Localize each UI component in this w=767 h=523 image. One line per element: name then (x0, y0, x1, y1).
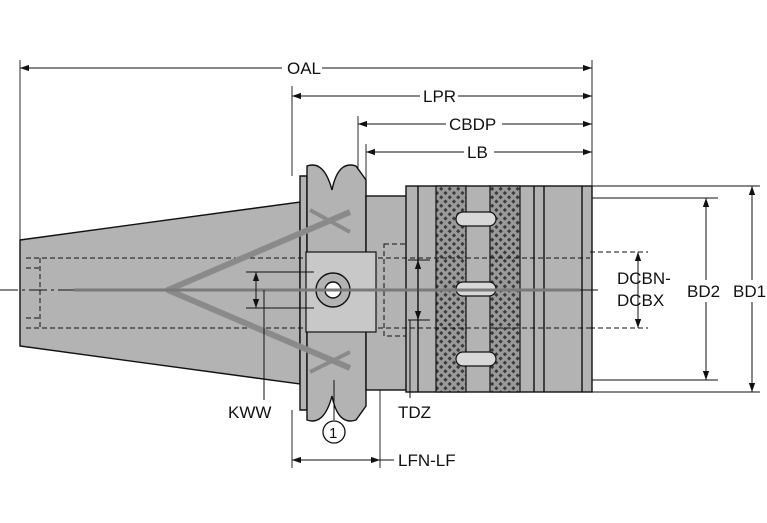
slot-bottom (455, 351, 497, 367)
label-dcbx: DCBX (617, 291, 664, 310)
callout-circle (322, 420, 346, 444)
label-lfn-lf: LFN-LF (398, 451, 456, 470)
internal-features (0, 208, 602, 374)
extension-lines (19, 60, 760, 468)
label-lb: LB (467, 143, 488, 162)
label-bd2: BD2 (687, 282, 720, 301)
label-cbdp: CBDP (449, 115, 496, 134)
label-lpr: LPR (423, 87, 456, 106)
label-bd1: BD1 (733, 282, 766, 301)
label-kww: KWW (228, 403, 271, 422)
slot-top (455, 211, 497, 227)
label-dcbn: DCBN- (617, 269, 671, 288)
labels: OAL LPR CBDP LB DCBN- DCBX BD2 BD1 KWW T… (228, 58, 767, 470)
taper-shank (19, 201, 301, 385)
label-tdz: TDZ (398, 403, 431, 422)
label-oal: OAL (287, 59, 321, 78)
label-callout: 1 (329, 425, 337, 442)
